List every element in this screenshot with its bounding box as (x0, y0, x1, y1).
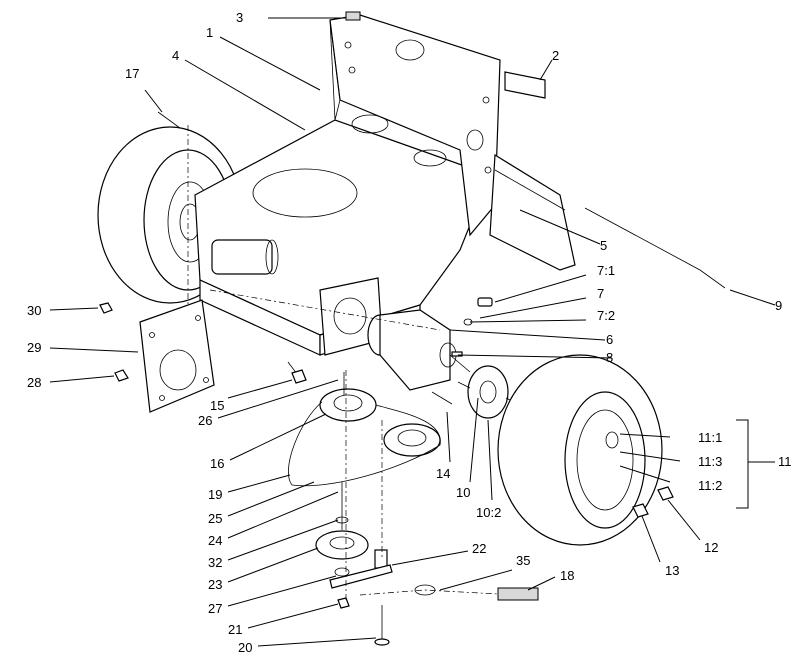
lug-nut-12 (657, 486, 674, 501)
callout-7-1: 7:1 (597, 263, 615, 278)
bolt-14 (431, 391, 453, 405)
callout-29: 29 (27, 340, 41, 355)
center-line-axle (209, 289, 441, 331)
wheel-hub (457, 365, 519, 419)
callout-35: 35 (516, 553, 530, 568)
right-wheel (497, 354, 663, 546)
callout-25: 25 (208, 511, 222, 526)
callout-9: 9 (775, 298, 782, 313)
control-rod (584, 207, 726, 289)
callout-3: 3 (236, 10, 243, 25)
leader-lines (49, 17, 776, 647)
callout-11-2: 11:2 (698, 478, 722, 493)
bolt-17 (157, 111, 181, 129)
idler-washer (335, 516, 349, 524)
drawing-artwork (97, 11, 775, 646)
nut-28 (114, 369, 129, 382)
spring-link (414, 584, 436, 596)
callout-labels: 3 1 2 4 17 5 7:1 7 7:2 6 8 9 11:1 11:3 1… (27, 10, 792, 655)
side-shield (489, 153, 576, 271)
callout-11: 11 (778, 454, 792, 469)
callout-26: 26 (198, 413, 212, 428)
callout-10: 10 (456, 485, 470, 500)
decal (504, 71, 546, 99)
spring (497, 587, 539, 601)
drive-belt (288, 401, 441, 487)
callout-21: 21 (228, 622, 242, 637)
callout-2: 2 (552, 48, 559, 63)
callout-30: 30 (27, 303, 41, 318)
callout-11-3: 11:3 (698, 454, 722, 469)
callout-32: 32 (208, 555, 222, 570)
callout-bracket-11 (736, 419, 749, 509)
callout-12: 12 (704, 540, 718, 555)
tower-plate (329, 11, 501, 237)
callout-10-2: 10:2 (476, 505, 501, 520)
callout-11-1: 11:1 (698, 430, 722, 445)
key (451, 351, 463, 357)
callout-28: 28 (27, 375, 41, 390)
idler-arm (329, 549, 393, 589)
callout-8: 8 (606, 350, 613, 365)
callout-15: 15 (210, 398, 224, 413)
idler-spacer (334, 567, 350, 577)
spring-path (359, 589, 499, 596)
callout-1: 1 (206, 25, 213, 40)
callout-5: 5 (600, 238, 607, 253)
callout-16: 16 (210, 456, 224, 471)
callout-17: 17 (125, 66, 139, 81)
callout-4: 4 (172, 48, 179, 63)
callout-7-2: 7:2 (597, 308, 615, 323)
main-frame (194, 114, 491, 356)
callout-22: 22 (472, 541, 486, 556)
nut-30 (99, 302, 113, 314)
callout-27: 27 (208, 601, 222, 616)
pulley-lower (383, 423, 441, 457)
bolt-15-head (291, 369, 307, 384)
callout-20: 20 (238, 640, 252, 655)
pulley-upper (319, 372, 377, 422)
wheel-motor (367, 309, 471, 391)
callout-14: 14 (436, 466, 450, 481)
callout-24: 24 (208, 533, 222, 548)
lug-nut-13 (632, 503, 649, 518)
idler-pulley (315, 530, 369, 560)
bolt-20-head (374, 638, 390, 646)
callout-23: 23 (208, 577, 222, 592)
callout-7: 7 (597, 286, 604, 301)
fitting (463, 297, 493, 326)
callout-18: 18 (560, 568, 574, 583)
callout-13: 13 (665, 563, 679, 578)
callout-6: 6 (606, 332, 613, 347)
front-plate (139, 299, 215, 413)
nut-21 (337, 597, 350, 609)
callout-19: 19 (208, 487, 222, 502)
